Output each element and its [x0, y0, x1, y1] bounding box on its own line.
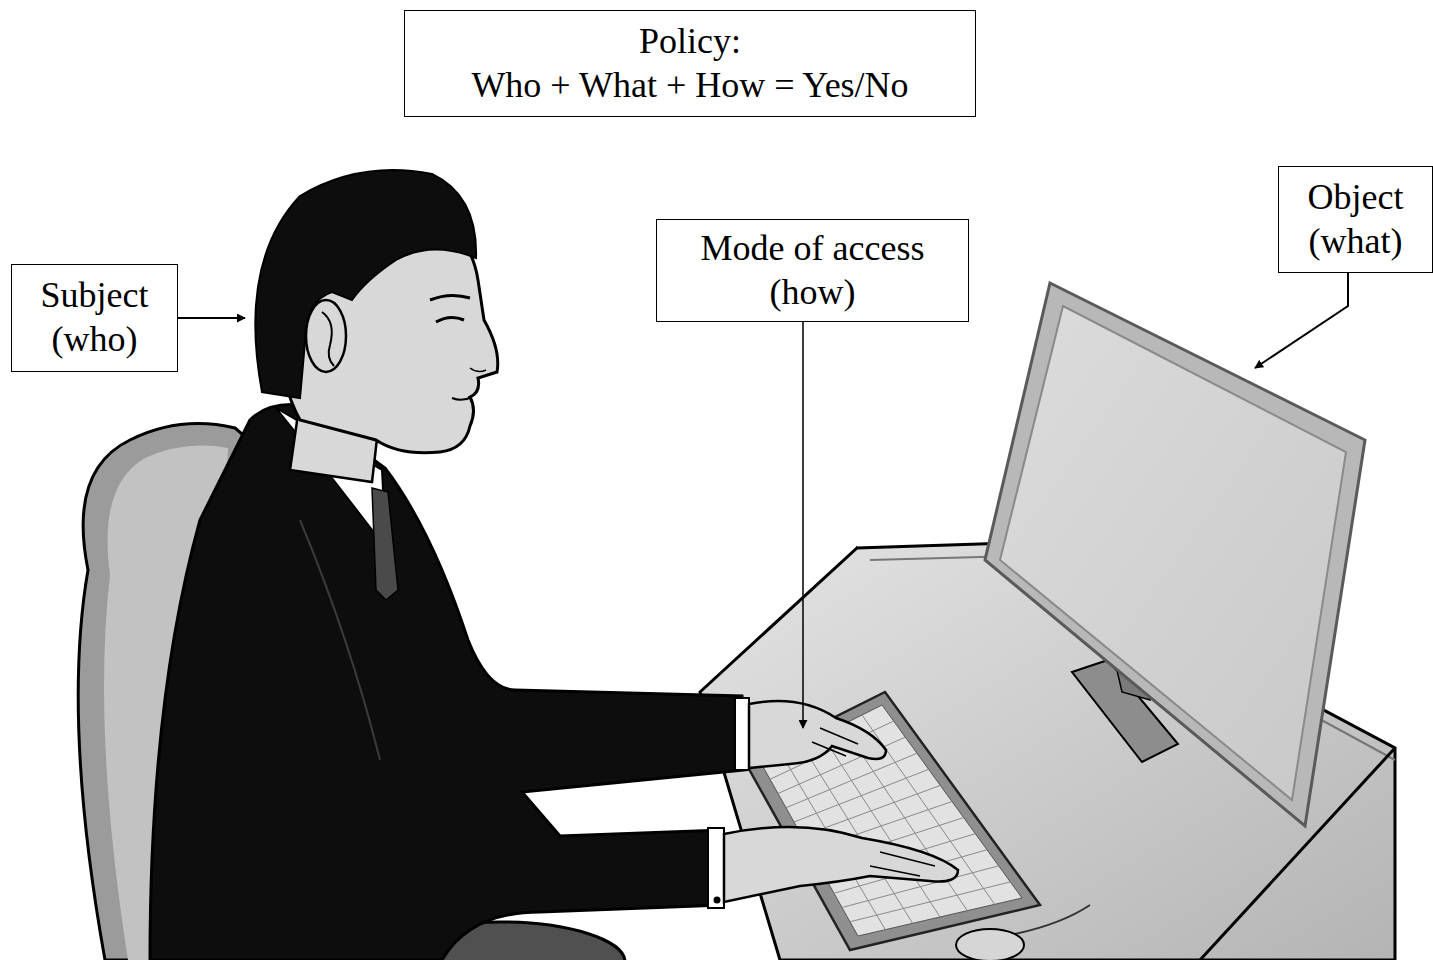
eyebrow: [430, 295, 470, 300]
mouth: [452, 397, 472, 400]
monitor-screen: [1000, 306, 1346, 800]
finger-lines: [812, 728, 935, 876]
box-label: Who + What + How = Yes/No: [471, 64, 908, 108]
hair: [255, 170, 476, 398]
shirt-cuff: [735, 698, 749, 770]
hand: [724, 827, 958, 902]
necktie: [372, 488, 398, 600]
policy-heading: Policy:: [639, 20, 741, 64]
leader-arrow: [802, 321, 804, 728]
box-label: Object (what): [1285, 176, 1426, 264]
policy-box: Policy:Who + What + How = Yes/No: [404, 10, 976, 117]
cuff-button: [714, 897, 721, 904]
eye: [436, 317, 464, 322]
leader-arrow: [1255, 272, 1348, 368]
keyboard-body: [745, 692, 1040, 950]
leader-arrow: [177, 317, 245, 319]
mouse-cable: [1010, 905, 1090, 935]
box-label: Mode of access (how): [663, 227, 962, 315]
nostril: [470, 368, 486, 372]
hand: [749, 701, 886, 768]
callout-box: Object (what): [1278, 166, 1433, 273]
callout-box: Subject (who): [11, 264, 178, 372]
suit-fold: [300, 520, 380, 760]
box-label: Subject (who): [18, 274, 171, 362]
shirt-cuff: [708, 828, 724, 908]
keyboard-key-line: [850, 882, 1010, 922]
suit-body: [150, 405, 745, 960]
callout-box: Mode of access (how): [656, 219, 969, 322]
mouse: [956, 929, 1024, 960]
ear-detail: [322, 312, 334, 366]
monitor-frame: [985, 283, 1365, 826]
ear: [306, 300, 346, 372]
